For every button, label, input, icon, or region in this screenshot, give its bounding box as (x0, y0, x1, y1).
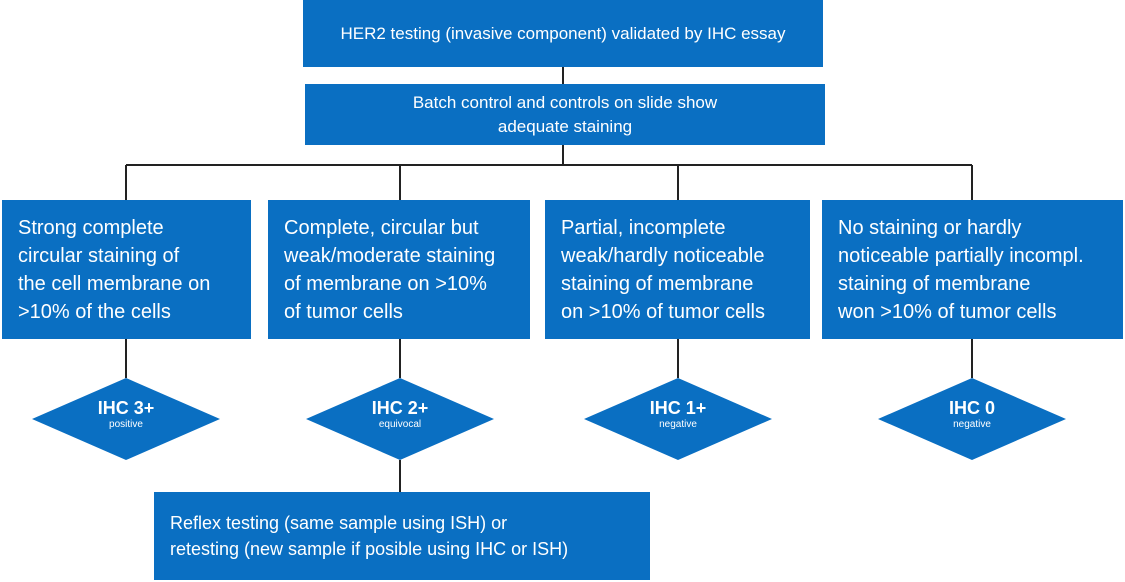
criteria-line: the cell membrane on (18, 272, 211, 295)
reflex-testing-line-1: Reflex testing (same sample using ISH) o… (170, 513, 508, 533)
score-label-ihc-2: IHC 2+ equivocal (330, 398, 470, 431)
criteria-line: weak/hardly noticeable (561, 244, 765, 267)
criteria-line: No staining or hardly (838, 216, 1022, 239)
score-value: IHC 0 (948, 398, 995, 418)
criteria-line: won >10% of tumor cells (838, 300, 1057, 323)
criteria-line: weak/moderate staining (284, 244, 496, 267)
score-result: positive (109, 419, 143, 430)
score-label-ihc-3: IHC 3+ positive (56, 398, 196, 431)
reflex-testing-line-2: retesting (new sample if posible using I… (170, 539, 569, 559)
score-label-ihc-1: IHC 1+ negative (608, 398, 748, 431)
criteria-line: of tumor cells (284, 300, 403, 323)
score-diamond-ihc-3 (32, 378, 220, 460)
criteria-box-ihc-1: Partial, incomplete weak/hardly noticeab… (545, 200, 810, 339)
staining-control-line-1: Batch control and controls on slide show (412, 92, 718, 112)
score-result: negative (659, 419, 697, 430)
criteria-line: staining of membrane (561, 272, 754, 295)
score-result: equivocal (378, 419, 422, 430)
score-value: IHC 3+ (97, 398, 155, 418)
criteria-line: >10% of the cells (18, 300, 171, 323)
staining-control-line-2: adequate staining (497, 116, 633, 136)
her2-testing-text: HER2 testing (invasive component) valida… (340, 23, 786, 43)
criteria-line: on >10% of tumor cells (561, 300, 765, 323)
score-value: IHC 2+ (371, 398, 429, 418)
criteria-line: circular staining of (18, 244, 180, 267)
criteria-line: of membrane on >10% (284, 272, 487, 295)
criteria-line: Complete, circular but (284, 216, 479, 239)
criteria-box-ihc-2: Complete, circular but weak/moderate sta… (268, 200, 530, 339)
her2-testing-box: HER2 testing (invasive component) valida… (303, 0, 823, 67)
score-result: negative (953, 419, 991, 430)
score-diamond-ihc-0 (878, 378, 1066, 460)
criteria-line: Strong complete (18, 216, 164, 239)
criteria-box-ihc-0: No staining or hardly noticeable partial… (822, 200, 1123, 339)
criteria-line: staining of membrane (838, 272, 1031, 295)
criteria-line: Partial, incomplete (561, 216, 726, 239)
score-diamond-ihc-1 (584, 378, 772, 460)
staining-control-box: Batch control and controls on slide show… (305, 84, 825, 145)
score-diamond-ihc-2 (306, 378, 494, 460)
criteria-box-ihc-3: Strong complete circular staining of the… (2, 200, 251, 339)
score-label-ihc-0: IHC 0 negative (902, 398, 1042, 431)
score-value: IHC 1+ (649, 398, 707, 418)
criteria-line: noticeable partially incompl. (838, 244, 1084, 267)
reflex-testing-box: Reflex testing (same sample using ISH) o… (154, 492, 650, 580)
